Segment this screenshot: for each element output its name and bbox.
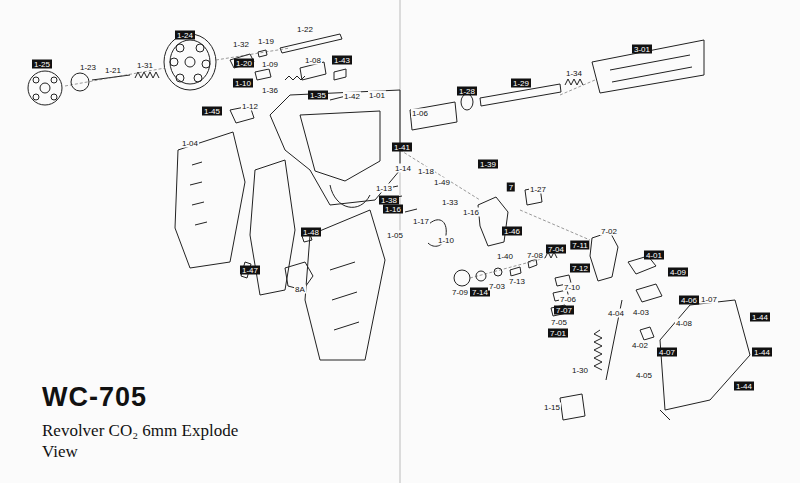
- callout-number: 7-06: [559, 295, 577, 304]
- diagram-caption: Revolver CO₂ 6mm Explode View: [42, 420, 242, 462]
- callout-number: 1-39: [478, 160, 498, 169]
- callout-number: 1-20: [234, 59, 254, 68]
- callout-number: 1-36: [261, 86, 279, 95]
- callout-number: 1-38: [379, 196, 399, 205]
- callout-number: 1-27: [529, 185, 547, 194]
- callout-number: 7-09: [451, 288, 469, 297]
- callout-number: 1-46: [502, 227, 522, 236]
- callout-number: 1-34: [565, 69, 583, 78]
- callout-number: 7-04: [546, 245, 566, 254]
- callout-number: 1-48: [301, 228, 321, 237]
- callout-number: 1-19: [257, 37, 275, 46]
- callout-number: 4-07: [657, 348, 677, 357]
- callout-number: 1-30: [571, 366, 589, 375]
- callout-number: 4-06: [679, 296, 699, 305]
- callout-number: 4-03: [632, 308, 650, 317]
- callout-number: 1-09: [261, 60, 279, 69]
- callout-number: 1-31: [136, 61, 154, 70]
- callout-number: 1-07: [700, 295, 718, 304]
- callout-number: 1-17: [412, 217, 430, 226]
- callout-number: 3-01: [632, 45, 652, 54]
- callout-number: 1-40: [496, 252, 514, 261]
- callout-number: 4-08: [675, 319, 693, 328]
- callout-number: 1-43: [332, 56, 352, 65]
- callout-number: 1-05: [386, 231, 404, 240]
- callout-number: 1-42: [343, 92, 361, 101]
- callout-number: 1-41: [392, 143, 412, 152]
- callout-number: 1-45: [202, 107, 222, 116]
- callout-number: 4-04: [607, 309, 625, 318]
- callout-number: 1-24: [175, 31, 195, 40]
- callout-number: 1-12: [241, 102, 259, 111]
- callout-number: 4-02: [631, 341, 649, 350]
- callout-number: 1-06: [411, 109, 429, 118]
- callout-number: 1-28: [457, 87, 477, 96]
- callout-number: 1-22: [296, 25, 314, 34]
- callout-number: 1-14: [394, 164, 412, 173]
- callout-number: 1-25: [32, 60, 52, 69]
- callout-number: 1-33: [441, 198, 459, 207]
- callout-number: 1-44: [734, 382, 754, 391]
- callout-number: 7-11: [570, 241, 589, 250]
- callout-number: 7-12: [570, 264, 590, 273]
- callout-number: 1-35: [308, 91, 328, 100]
- callout-number: 7-03: [488, 282, 506, 291]
- callout-number: 1-21: [104, 66, 122, 75]
- callout-number: 7-08: [526, 251, 544, 260]
- callout-number: 1-01: [368, 91, 386, 100]
- callout-number: 1-29: [511, 79, 531, 88]
- callout-number: 1-16: [383, 205, 403, 214]
- callout-number: 4-01: [644, 251, 664, 260]
- callout-number: 1-15: [543, 403, 561, 412]
- callout-number: 1-47: [240, 266, 260, 275]
- callout-number: 7-10: [563, 283, 581, 292]
- callout-number: 1-49: [433, 178, 451, 187]
- callout-number: 8A: [294, 285, 306, 294]
- callout-number: 1-16: [462, 208, 480, 217]
- callout-number: 1-10: [437, 236, 455, 245]
- callout-number: 7-02: [600, 227, 618, 236]
- callout-number: 1-44: [752, 348, 772, 357]
- callout-number: 1-23: [79, 63, 97, 72]
- callout-number: 7-07: [554, 306, 574, 315]
- callout-number: 1-08: [304, 56, 322, 65]
- callout-number: 4-05: [635, 371, 653, 380]
- callout-number: 1-04: [181, 139, 199, 148]
- callout-number: 1-10: [233, 79, 253, 88]
- diagram-title: WC-705: [42, 382, 147, 413]
- callout-number: 7-13: [508, 277, 526, 286]
- callout-number: 1-13: [375, 184, 393, 193]
- callout-number: 7-01: [548, 329, 568, 338]
- callout-number: 1-18: [417, 167, 435, 176]
- callout-number: 7-05: [550, 318, 568, 327]
- callout-number: 1-32: [232, 40, 250, 49]
- callout-number: 4-09: [668, 268, 688, 277]
- callout-number: 7: [507, 183, 515, 192]
- callout-number: 1-44: [750, 313, 770, 322]
